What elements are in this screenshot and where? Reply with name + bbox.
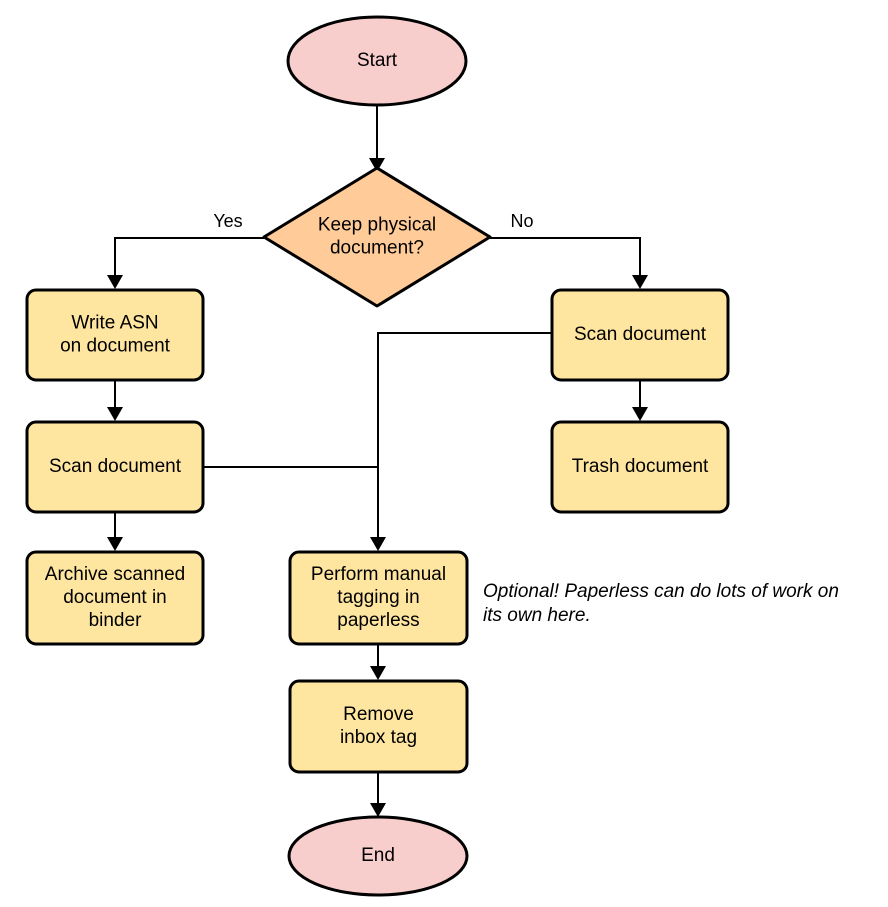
- node-end[interactable]: End: [287, 815, 469, 897]
- edge-arrowhead: [107, 407, 123, 421]
- edge-decision-to-write_asn: Yes: [107, 211, 264, 289]
- node-start[interactable]: Start: [286, 15, 468, 107]
- process-shape: [550, 288, 730, 382]
- node-label-scan_left: Scan document: [49, 456, 182, 477]
- annotations-layer: Optional! Paperless can do lots of work …: [483, 581, 839, 626]
- edge-start-to-decision: [369, 106, 385, 172]
- edge-path: [114, 237, 264, 281]
- process-shape: [25, 550, 205, 646]
- process-shape: [25, 420, 205, 514]
- edge-path: [490, 237, 641, 281]
- edge-scan_right-to-manual_tagging: [370, 332, 552, 551]
- terminator-shape: [287, 815, 469, 897]
- edges-layer: Yes No: [107, 106, 648, 817]
- edge-arrowhead: [107, 537, 123, 551]
- edge-arrowhead: [107, 275, 123, 289]
- node-scan_right[interactable]: Scan document: [550, 288, 730, 382]
- node-scan_left[interactable]: Scan document: [25, 420, 205, 514]
- edge-decision-to-scan_right: No: [490, 211, 648, 289]
- edge-arrowhead: [370, 803, 386, 817]
- edge-arrowhead: [369, 158, 385, 172]
- annotation-optional-note: Optional! Paperless can do lots of work …: [483, 581, 839, 626]
- node-trash[interactable]: Trash document: [550, 420, 730, 514]
- terminator-shape: [286, 15, 468, 107]
- edge-label-yes: Yes: [213, 211, 242, 231]
- edge-remove_inbox-to-end: [370, 772, 386, 817]
- edge-label-no: No: [510, 211, 533, 231]
- process-shape: [550, 420, 730, 514]
- process-shape: [25, 288, 205, 382]
- edge-path: [377, 332, 552, 543]
- node-label-trash: Trash document: [572, 456, 709, 477]
- edge-scan_right-to-trash: [632, 380, 648, 421]
- edge-write_asn-to-scan_left: [107, 380, 123, 421]
- edge-scan_left-to-archive: [107, 512, 123, 551]
- edge-manual_tagging-to-remove_inbox: [370, 644, 386, 680]
- node-label-end: End: [361, 845, 395, 866]
- node-label-scan_right: Scan document: [574, 324, 707, 345]
- edge-arrowhead: [370, 537, 386, 551]
- edge-arrowhead: [632, 407, 648, 421]
- process-shape: [288, 550, 469, 646]
- edge-arrowhead: [632, 275, 648, 289]
- edge-arrowhead: [370, 666, 386, 680]
- node-label-start: Start: [357, 50, 398, 71]
- process-shape: [288, 679, 469, 774]
- decision-shape: [262, 166, 492, 308]
